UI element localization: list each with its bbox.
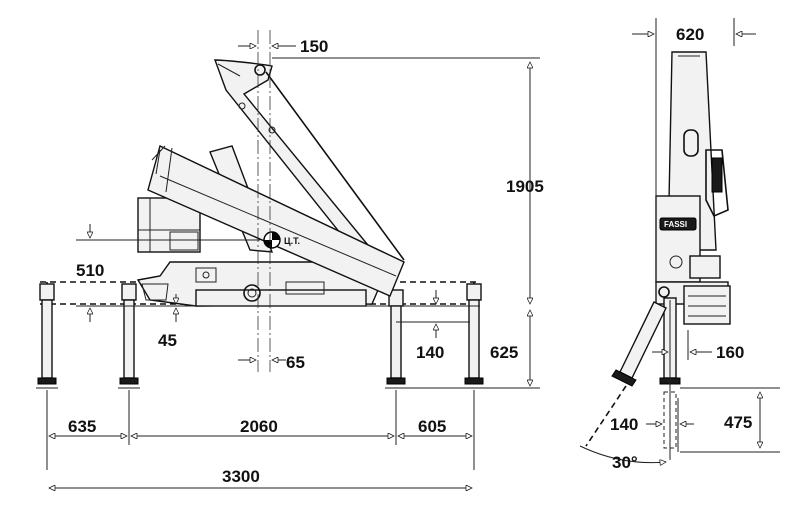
- dim-span-total: 3300: [222, 467, 260, 486]
- outrigger-leg-left: [118, 283, 140, 389]
- dim-outrigger-height: 510: [76, 261, 104, 280]
- dim-max-height: 1905: [506, 177, 544, 196]
- front-view: FASSI 620: [579, 18, 780, 472]
- extension-lines: [46, 57, 540, 470]
- outrigger-leg-far-left: [36, 283, 58, 389]
- dim-front-foot-offset: 140: [610, 415, 638, 434]
- dim-boom-offset: 150: [300, 37, 328, 56]
- dim-span-left: 635: [68, 417, 96, 436]
- dim-base-height: 625: [490, 343, 518, 362]
- dim-column-offset: 65: [286, 353, 305, 372]
- dim-span-middle: 2060: [240, 417, 278, 436]
- side-view: Ц.Т. 150 1905 510 45: [36, 30, 544, 488]
- plate-label: FASSI: [664, 220, 687, 229]
- secondary-boom: [147, 145, 405, 297]
- dim-front-angle: 30°: [612, 453, 638, 472]
- front-column: FASSI: [655, 195, 721, 283]
- dim-span-right: 605: [418, 417, 446, 436]
- dim-front-width: 620: [676, 25, 704, 44]
- dim-leg-offset: 140: [416, 343, 444, 362]
- outrigger-leg-far-right: [463, 283, 485, 389]
- cog-label: Ц.Т.: [284, 236, 300, 246]
- brand-plate: [659, 217, 697, 231]
- front-leg-angled: [585, 300, 671, 460]
- dim-front-leg-offset: 160: [716, 343, 744, 362]
- dim-base-offset-left: 45: [158, 331, 177, 350]
- dim-front-foot-height: 475: [724, 413, 752, 432]
